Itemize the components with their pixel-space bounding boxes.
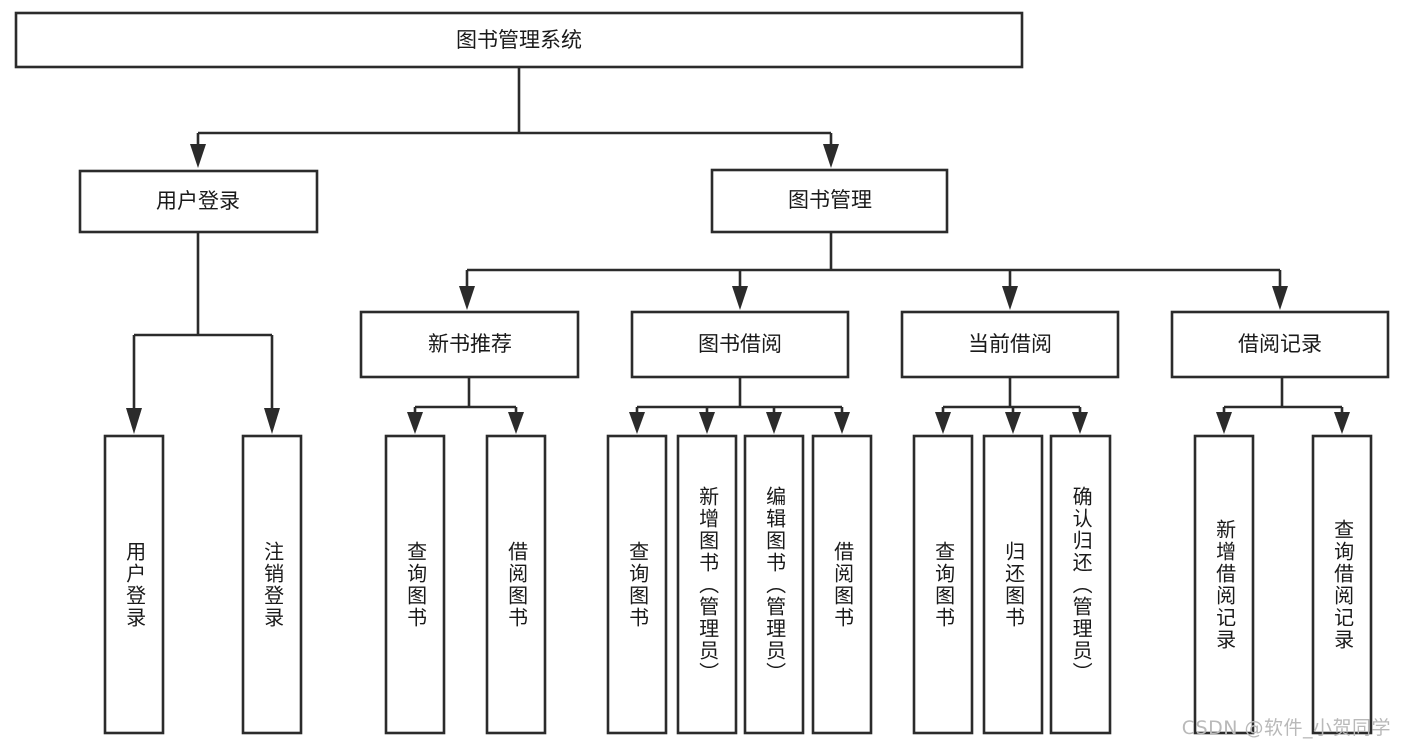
connector-group-new-book-recommend-to-leaves — [407, 377, 524, 434]
arrow-head-borrow-record — [1272, 286, 1288, 310]
node-user-login-box[interactable] — [78, 169, 319, 234]
node-current-borrow-label: 当前借阅 — [968, 332, 1052, 356]
arrow-head-current-borrow — [1002, 286, 1018, 310]
node-leaf-edit-book-admin-box[interactable] — [743, 434, 805, 735]
arrow-head-leaf-query-book-1 — [407, 412, 423, 434]
node-leaf-query-book-2-box[interactable] — [606, 434, 668, 735]
node-leaf-add-book-admin-box[interactable] — [676, 434, 738, 735]
node-leaf-confirm-return-box[interactable] — [1049, 434, 1112, 735]
node-book-manage[interactable]: 图书管理 — [710, 168, 949, 234]
node-user-login-label: 用户登录 — [156, 189, 240, 213]
node-user-login[interactable]: 用户登录 — [78, 169, 319, 234]
node-book-borrow-label: 图书借阅 — [698, 332, 782, 356]
connector-group-book-manage-to-level3 — [459, 232, 1288, 310]
arrow-head-leaf-add-borrow-record — [1216, 412, 1232, 434]
node-book-borrow-box[interactable] — [630, 310, 850, 379]
node-leaf-query-book-1-box[interactable] — [384, 434, 446, 735]
connector-group-user-login-to-leaves — [126, 232, 280, 434]
arrow-head-book-manage — [823, 144, 839, 168]
arrow-head-leaf-user-login — [126, 408, 142, 434]
node-book-manage-label: 图书管理 — [788, 188, 872, 212]
node-root-system[interactable]: 图书管理系统 — [14, 11, 1024, 69]
arrow-head-book-borrow — [732, 286, 748, 310]
connector-group-current-borrow-to-leaves — [935, 377, 1088, 434]
csdn-watermark: CSDN @软件_小贺同学 — [1181, 717, 1391, 739]
node-borrow-record-box[interactable] — [1170, 310, 1390, 379]
arrow-head-leaf-query-borrow-record — [1334, 412, 1350, 434]
connector-group-root-to-level2 — [190, 67, 839, 168]
node-new-book-recommend-box[interactable] — [359, 310, 580, 379]
arrow-head-leaf-confirm-return-admin — [1072, 412, 1088, 434]
node-current-borrow[interactable]: 当前借阅 — [900, 310, 1120, 379]
node-leaf-borrow-book-2-box[interactable] — [811, 434, 873, 735]
node-leaf-add-borrow-record-box[interactable] — [1193, 434, 1255, 735]
arrow-head-leaf-user-logout — [264, 408, 280, 434]
arrow-head-leaf-add-book-admin — [699, 412, 715, 434]
connector-group-book-borrow-to-leaves — [629, 377, 850, 434]
node-root-system-box[interactable] — [14, 11, 1024, 69]
node-leaf-user-login-box[interactable] — [103, 434, 165, 735]
arrow-head-leaf-return-book — [1005, 412, 1021, 434]
connector-group-borrow-record-to-leaves — [1216, 377, 1350, 434]
node-book-borrow[interactable]: 图书借阅 — [630, 310, 850, 379]
arrow-head-leaf-query-book-3 — [935, 412, 951, 434]
node-root-system-label: 图书管理系统 — [456, 28, 582, 52]
node-new-book-recommend[interactable]: 新书推荐 — [359, 310, 580, 379]
node-leaf-borrow-book-1-box[interactable] — [485, 434, 547, 735]
node-leaf-query-borrow-rec-box[interactable] — [1311, 434, 1373, 735]
node-current-borrow-box[interactable] — [900, 310, 1120, 379]
arrow-head-leaf-borrow-book-2 — [834, 412, 850, 434]
node-leaf-query-book-3-box[interactable] — [912, 434, 974, 735]
arrow-head-user-login — [190, 144, 206, 168]
arrow-head-leaf-borrow-book-1 — [508, 412, 524, 434]
node-leaf-return-book-box[interactable] — [982, 434, 1044, 735]
arrow-head-new-book-recommend — [459, 286, 475, 310]
arrow-head-leaf-edit-book-admin — [766, 412, 782, 434]
node-new-book-recommend-label: 新书推荐 — [428, 332, 512, 356]
node-borrow-record-label: 借阅记录 — [1238, 332, 1322, 356]
node-leaf-user-logout-box[interactable] — [241, 434, 303, 735]
arrow-head-leaf-query-book-2 — [629, 412, 645, 434]
node-book-manage-box[interactable] — [710, 168, 949, 234]
node-borrow-record[interactable]: 借阅记录 — [1170, 310, 1390, 379]
leaf-node-boxes — [103, 434, 1373, 735]
